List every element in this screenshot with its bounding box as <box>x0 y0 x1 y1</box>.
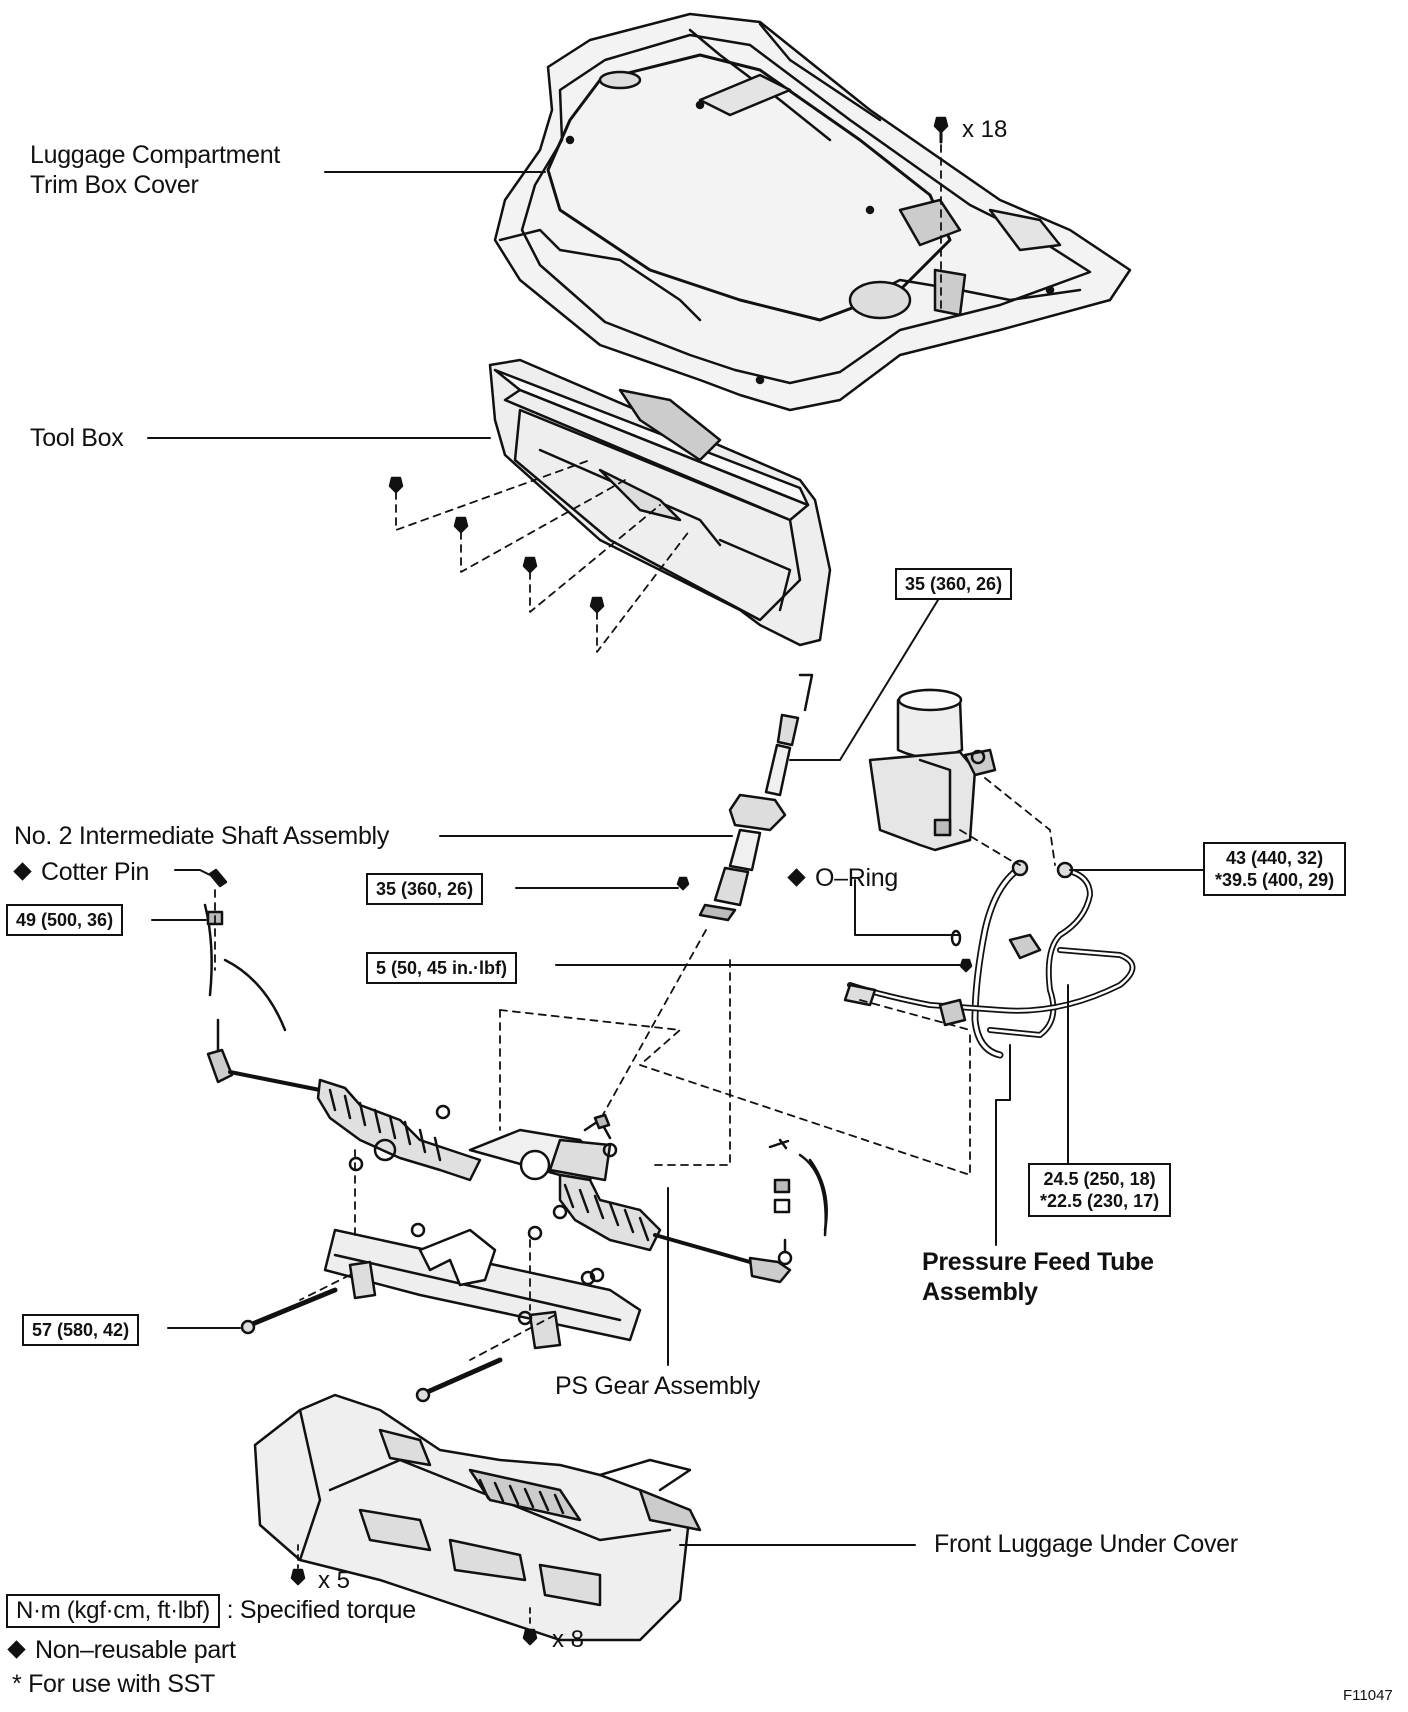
o-ring-label: O–Ring <box>786 863 898 893</box>
bolts-x5-label: x 5 <box>318 1567 351 1594</box>
pressure-feed-tube-label: Pressure Feed Tube <box>922 1248 1154 1276</box>
torque-shaft-lower: 35 (360, 26) <box>366 873 484 905</box>
legend-sst: * For use with SST <box>12 1670 215 1698</box>
trim-box-cover-label: Luggage Compartment <box>30 141 281 169</box>
torque-clamp-bolt: 5 (50, 45 in.·lbf) <box>366 952 518 984</box>
crossmember-drawing <box>323 1222 642 1350</box>
intermediate-shaft-drawing <box>676 673 814 922</box>
torque-tube-nut: 24.5 (250, 18) *22.5 (230, 17) <box>1028 1163 1172 1217</box>
under-cover-drawing <box>253 1393 702 1642</box>
trim-box-cover-drawing <box>493 12 1132 412</box>
torque-union-bolt: 43 (440, 32) *39.5 (400, 29) <box>1203 842 1347 896</box>
bolt-icon <box>522 1607 538 1646</box>
torque-union-bolt-line1: 43 (440, 32) <box>1226 848 1324 868</box>
ps-gear-label: PS Gear Assembly <box>555 1372 761 1400</box>
diamond-icon <box>7 1640 26 1660</box>
clip-icon <box>933 116 949 144</box>
torque-union-bolt-line2: *39.5 (400, 29) <box>1215 870 1335 890</box>
ps-gear-drawing <box>203 903 828 1284</box>
diamond-icon <box>787 868 806 888</box>
legend-torque-unit: N·m (kgf·cm, ft·lbf) <box>6 1594 220 1628</box>
trim-box-cover-label-line2: Trim Box Cover <box>30 171 199 199</box>
pressure-feed-tube-drawing <box>843 859 1136 1059</box>
diamond-icon <box>13 862 32 882</box>
clips-count-label: x 18 <box>962 116 1008 143</box>
intermediate-shaft-label: No. 2 Intermediate Shaft Assembly <box>14 822 390 850</box>
torque-tube-nut-line1: 24.5 (250, 18) <box>1043 1169 1156 1189</box>
cotter-pin-label: Cotter Pin <box>12 857 149 887</box>
figure-code: F11047 <box>1343 1687 1393 1704</box>
legend-non-reusable: Non–reusable part <box>6 1635 236 1665</box>
pressure-feed-tube-label-line2: Assembly <box>922 1278 1038 1306</box>
tool-box-screws <box>388 476 605 614</box>
bolt-icon <box>290 1544 306 1586</box>
legend-torque: N·m (kgf·cm, ft·lbf) : Specified torque <box>6 1594 416 1628</box>
reservoir-drawing <box>868 688 997 852</box>
bolts-x8-label: x 8 <box>552 1626 585 1653</box>
tool-box-label: Tool Box <box>30 424 124 452</box>
legend-non-reusable-text: Non–reusable part <box>35 1636 236 1664</box>
torque-tie-rod-nut: 49 (500, 36) <box>6 904 124 936</box>
front-under-cover-label: Front Luggage Under Cover <box>934 1530 1238 1558</box>
torque-tube-nut-line2: *22.5 (230, 17) <box>1040 1191 1160 1211</box>
torque-gear-bolt: 57 (580, 42) <box>22 1314 140 1346</box>
legend-torque-text: : Specified torque <box>226 1596 416 1624</box>
o-ring-text: O–Ring <box>815 864 898 892</box>
torque-shaft-upper: 35 (360, 26) <box>895 568 1013 600</box>
cotter-pin-text: Cotter Pin <box>41 858 150 886</box>
